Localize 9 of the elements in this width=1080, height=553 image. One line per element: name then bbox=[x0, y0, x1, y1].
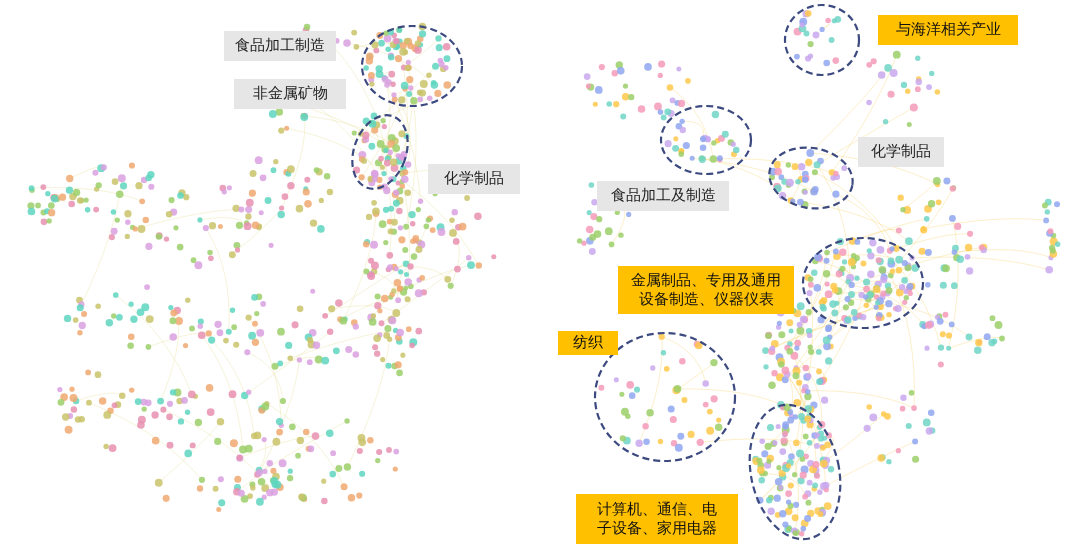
category-label: 化学制品 bbox=[858, 137, 944, 167]
category-label: 纺织 bbox=[558, 331, 618, 355]
category-label: 非金属矿物 bbox=[234, 79, 346, 109]
category-label: 金属制品、专用及通用设备制造、仪器仪表 bbox=[618, 266, 794, 314]
category-label: 食品加工制造 bbox=[224, 31, 336, 61]
category-label: 食品加工及制造 bbox=[597, 181, 729, 211]
category-label: 计算机、通信、电子设备、家用电器 bbox=[576, 494, 738, 544]
category-label: 化学制品 bbox=[428, 164, 520, 194]
category-label: 与海洋相关产业 bbox=[878, 15, 1018, 45]
